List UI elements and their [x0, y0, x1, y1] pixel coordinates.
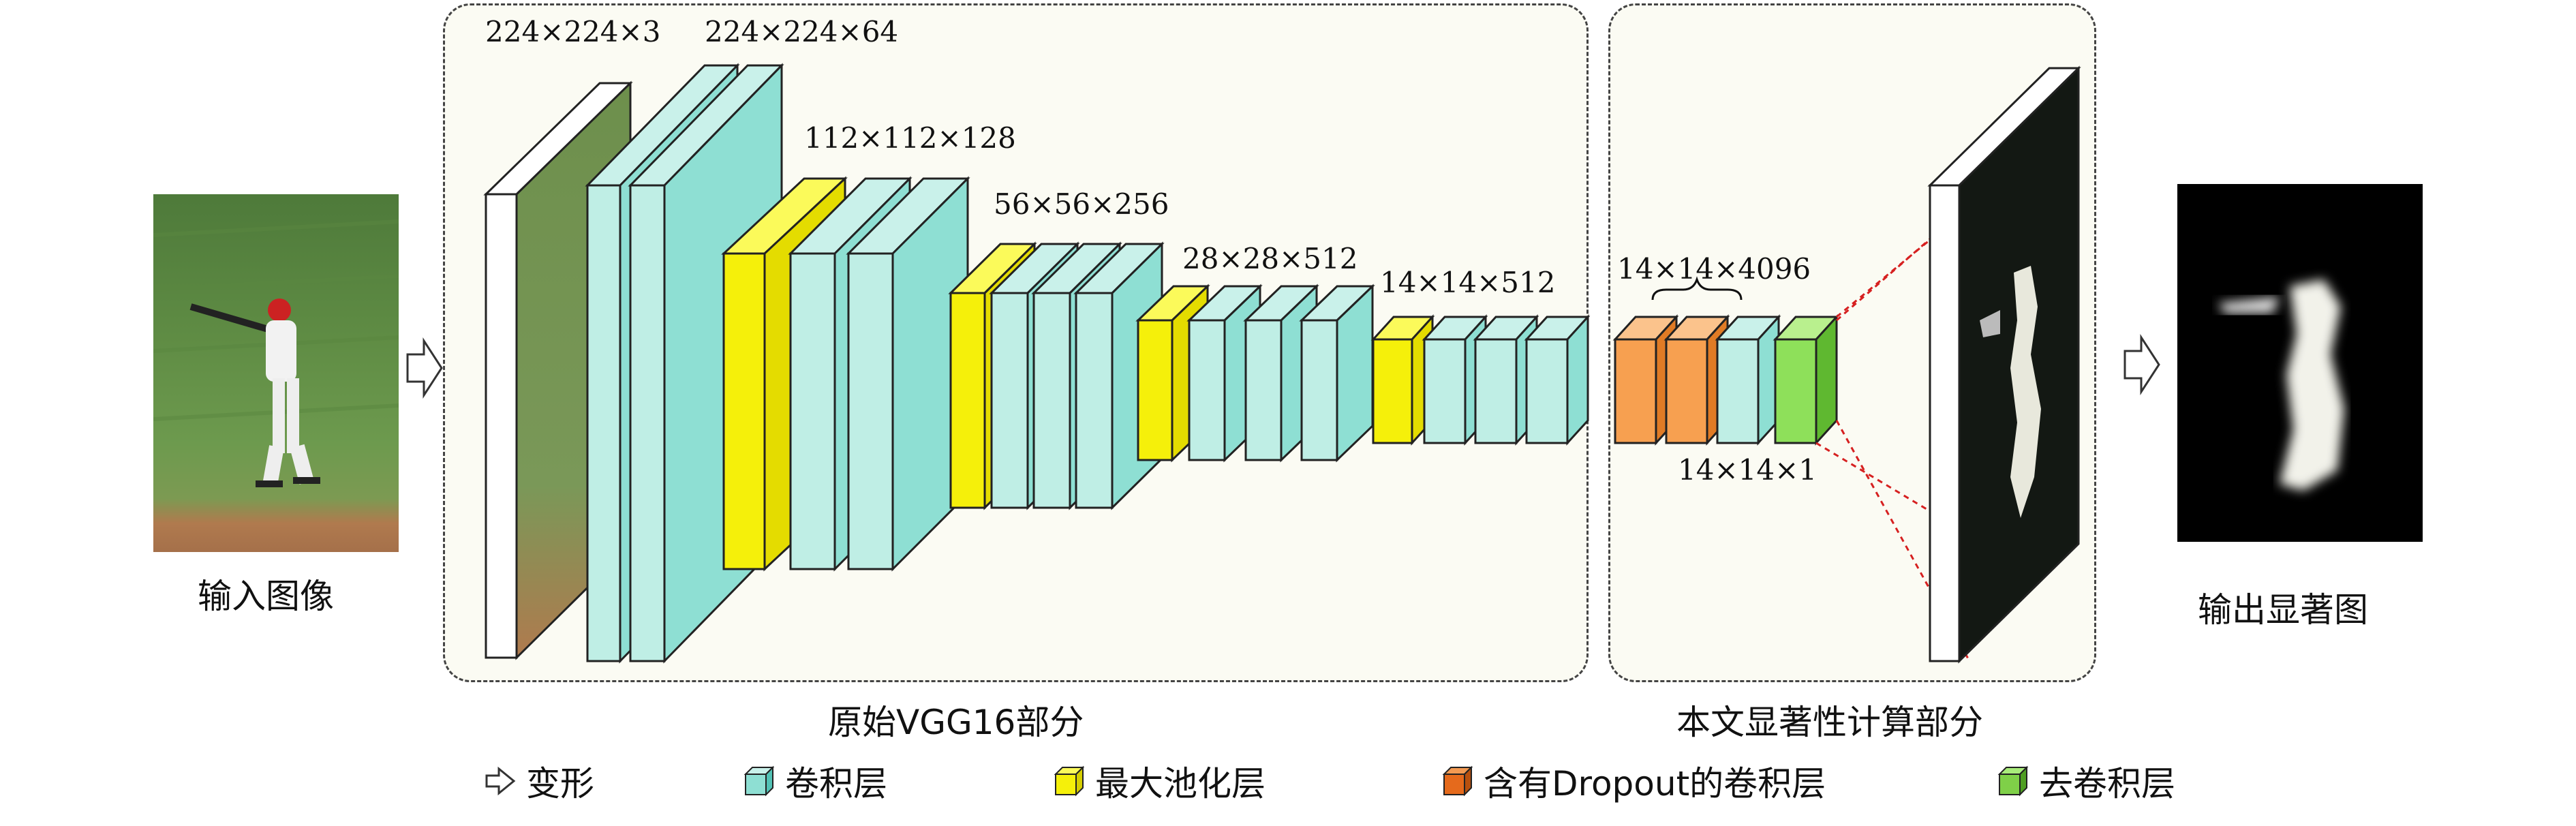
output-map-label: 输出显著图: [2198, 590, 2368, 630]
legend-dropout-label: 含有Dropout的卷积层: [1484, 764, 1826, 804]
legend-transform: 变形: [484, 756, 594, 806]
dropout-brace: [1651, 276, 1743, 301]
dim-conv5: 14×14×512: [1380, 266, 1556, 299]
legend-maxpool-label: 最大池化层: [1095, 764, 1266, 804]
conv2-block: [788, 176, 970, 572]
vgg-section-caption: 原始VGG16部分: [828, 703, 1084, 742]
transform-arrow-right: [2123, 333, 2160, 396]
input-image-label: 输入图像: [198, 577, 334, 616]
input-image: [153, 194, 399, 552]
output-saliency-map: [2177, 184, 2423, 542]
dim-conv2: 112×112×128: [804, 121, 1016, 155]
deconv-cube-icon: [1997, 765, 2029, 797]
legend-transform-label: 变形: [526, 764, 594, 804]
deconv-block: [1773, 314, 1839, 446]
dropout-block: [1612, 314, 1730, 446]
legend-conv: 卷积层: [743, 756, 887, 806]
conv-cube-icon: [743, 765, 775, 797]
output-slab: [1927, 65, 2081, 664]
saliency-section-caption: 本文显著性计算部分: [1676, 703, 1983, 742]
legend-deconv: 去卷积层: [1997, 756, 2175, 806]
dim-conv3: 56×56×256: [994, 187, 1169, 221]
dim-input: 224×224×3: [485, 15, 661, 48]
final-conv-block: [1715, 314, 1781, 446]
dim-conv1: 224×224×64: [705, 15, 899, 48]
conv3-block: [989, 241, 1165, 510]
dim-deconv: 14×14×1: [1678, 453, 1817, 487]
maxpool-cube-icon: [1054, 765, 1085, 797]
conv4-block: [1186, 284, 1375, 463]
transform-arrow-left: [406, 337, 443, 399]
legend-dropout: 含有Dropout的卷积层: [1441, 756, 1826, 806]
legend-maxpool: 最大池化层: [1053, 756, 1266, 806]
baseball-player-figure: [153, 219, 399, 487]
transform-arrow-icon: [485, 766, 516, 796]
dim-conv4: 28×28×512: [1182, 242, 1358, 275]
dim-dropout: 14×14×4096: [1617, 252, 1811, 286]
legend-conv-label: 卷积层: [785, 764, 887, 804]
conv5-block: [1422, 314, 1591, 446]
legend-deconv-label: 去卷积层: [2039, 764, 2175, 804]
dropout-cube-icon: [1442, 765, 1473, 797]
